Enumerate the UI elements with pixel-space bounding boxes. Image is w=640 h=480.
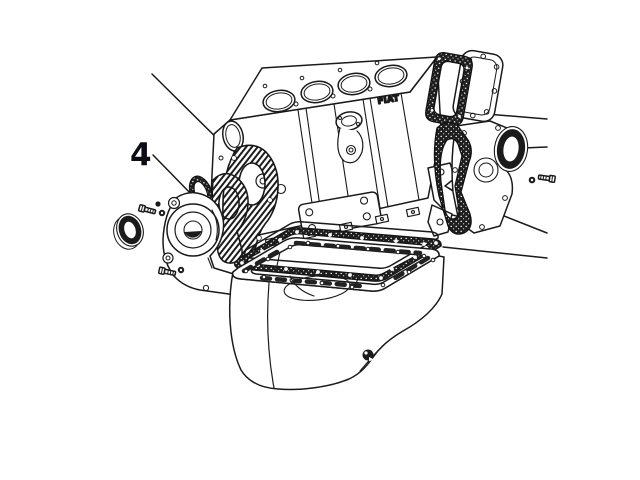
callout-label-4: 4 [130,137,152,173]
cylinder-bores [262,64,408,113]
pan-gasket-holes [240,230,438,280]
rear-gasket-stack [425,49,556,235]
deck-bolt-holes [262,60,380,107]
fiat-logo: FIAT [377,94,400,107]
drain-plug [362,349,374,361]
leader-line-side-cover-gasket [485,113,548,120]
front-cover [162,191,254,296]
rear-main-seal [493,126,529,172]
washer-hole [179,268,183,272]
front-crank-seal [113,213,144,250]
side-cover-gasket [425,52,473,126]
water-pump-boss [335,111,364,164]
bolt [137,204,157,215]
washer-hole [530,178,534,182]
washer-hole [160,211,164,215]
pan-interior-details [275,251,360,301]
bolt [157,266,177,277]
leader-line-oil-pan-gasket [442,246,548,259]
rear-cover-gasket [433,121,472,235]
bolt [537,174,556,184]
oil-pan [228,237,445,391]
front-bolts [137,201,185,277]
lock-washer [155,201,161,207]
front-gasket-stack [113,144,279,296]
leader-line-callout-4 [152,154,197,200]
pan-flange-bolt-holes [243,240,436,290]
